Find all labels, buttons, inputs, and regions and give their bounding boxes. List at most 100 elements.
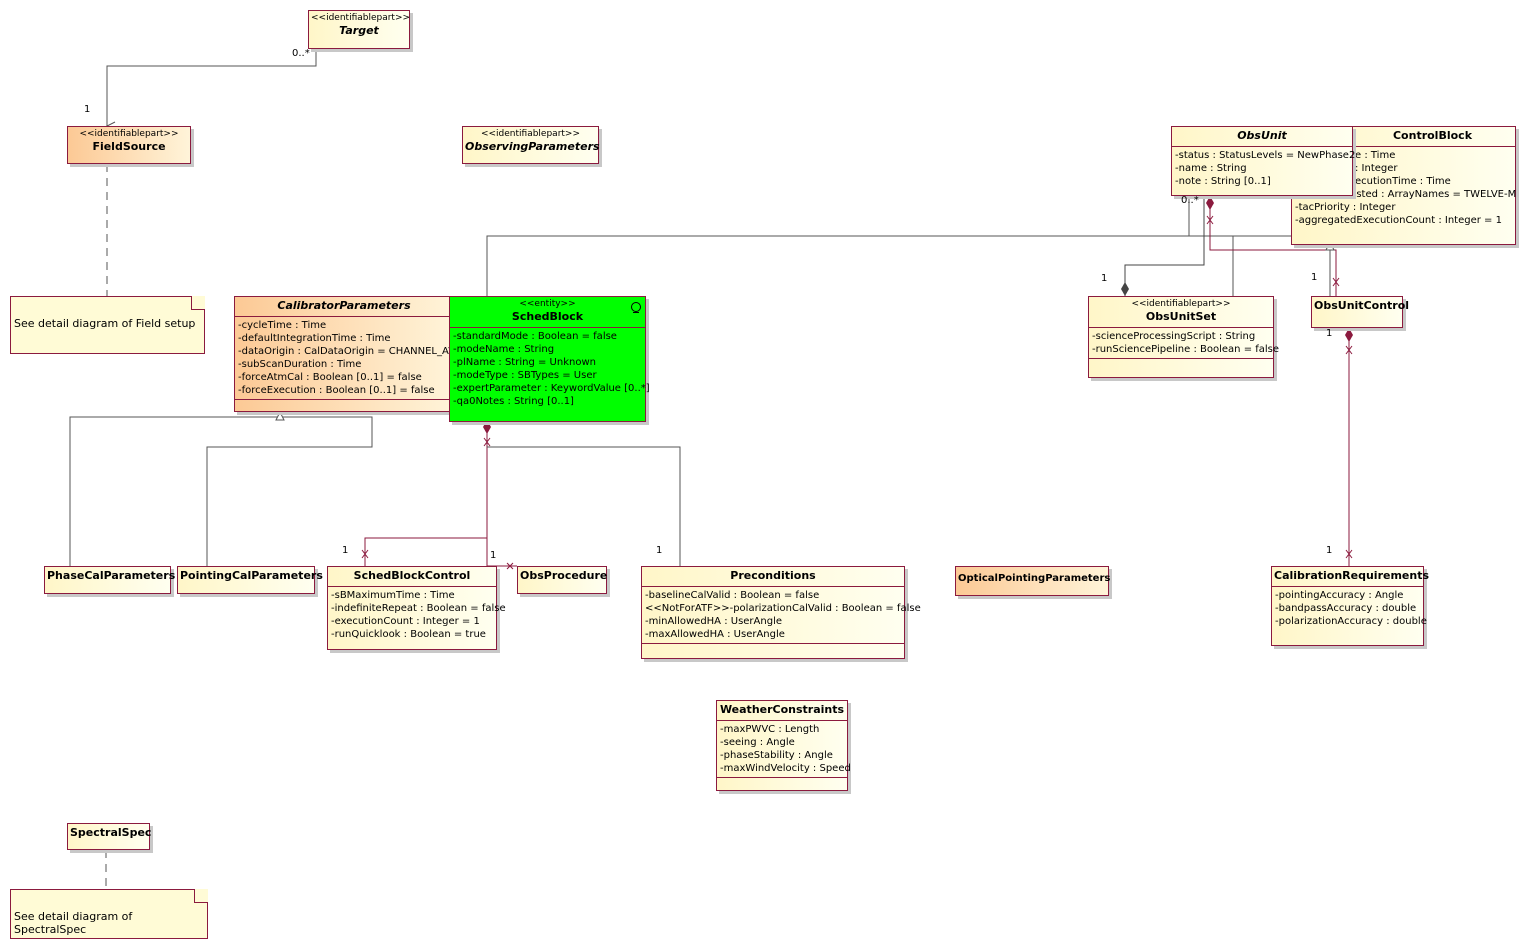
weatherconstraints-attr-0: -maxPWVC : Length [720,724,820,735]
controlblock-attr-2: ecutionTime : Time [1355,176,1451,187]
calibratorparameters-operations [235,399,453,408]
fieldsource-name: FieldSource [92,140,166,153]
calreq-multiplicity: 1 [1326,545,1333,556]
weatherconstraints-name: WeatherConstraints [719,703,845,716]
controlblock-attr-3: -arrayRequested : ArrayNames = TWELVE-M [1295,189,1517,200]
schedblockcontrol-attr-2: -executionCount : Integer = 1 [331,616,480,627]
schedblock-preconditions [487,446,681,566]
note-field-setup: See detail diagram of Field setup [10,296,205,354]
obsunit-generalization-line [486,235,1517,296]
class-spectral-spec[interactable]: SpectralSpec [67,823,151,850]
controlblock-attr-0: e : Time [1355,150,1396,161]
schedblockcontrol-attr-1: -indefiniteRepeat : Boolean = false [331,603,506,614]
class-field-source[interactable]: <<identifiablepart>> FieldSource [67,126,191,164]
fieldsource-stereotype: <<identifiablepart>> [79,129,179,139]
target-fieldsource-association [107,49,317,126]
pointingcal-generalization [206,416,373,566]
schedblock-stereotype: <<entity>> [519,299,576,309]
obsprocedure-cross [506,562,514,570]
obsunitset-stereotype: <<identifiablepart>> [1131,299,1231,309]
sbcontrol-cross [361,549,369,559]
controlblock-attr-4: -tacPriority : Integer [1295,202,1396,213]
weatherconstraints-attr-2: -phaseStability : Angle [720,750,833,761]
obsunitcontrol-top-multiplicity: 1 [1311,272,1318,283]
calibrationrequirements-attr-2: -polarizationAccuracy : double [1275,616,1427,627]
class-sched-block[interactable]: <<entity>> SchedBlock -standardMode : Bo… [449,296,650,422]
schedblock-attr-0: -standardMode : Boolean = false [453,331,617,342]
class-obs-unit-set[interactable]: <<identifiablepart>> ObsUnitSet -science… [1088,296,1279,378]
obsunit-cross [1206,215,1214,225]
class-observing-parameters[interactable]: <<identifiablepart>> ObservingParameters [462,126,600,164]
class-calibration-requirements[interactable]: CalibrationRequirements -pointingAccurac… [1271,566,1430,646]
obsunit-attr-1: -name : String [1175,163,1247,174]
schedblockcontrol-name: SchedBlockControl [353,569,471,582]
phasecalparameters-name: PhaseCalParameters [47,569,176,582]
preconditions-name: Preconditions [730,569,816,582]
class-optical-pointing-parameters[interactable]: OpticalPointingParameters [955,566,1111,596]
preconditions-attr-3: -maxAllowedHA : UserAngle [645,629,785,640]
class-phase-cal-parameters[interactable]: PhaseCalParameters [44,566,176,594]
obsunitset-composition-diamond [1121,282,1129,296]
sbcontrol-multiplicity: 1 [342,545,349,556]
schedblock-sbcontrol [364,422,488,566]
calibrationrequirements-name: CalibrationRequirements [1274,569,1430,582]
obsprocedure-name: ObsProcedure [520,569,608,582]
calibratorparameters-attr-2: -dataOrigin : CalDataOrigin = CHANNEL_AV… [238,346,462,357]
class-target[interactable]: <<identifiablepart>> Target [308,10,410,49]
class-preconditions[interactable]: Preconditions -baselineCalValid : Boolea… [641,566,921,659]
calibratorparameters-attr-5: -forceExecution : Boolean [0..1] = false [238,385,435,396]
class-calibrator-parameters[interactable]: CalibratorParameters -cycleTime : Time -… [234,296,462,412]
calibrationrequirements-attr-0: -pointingAccuracy : Angle [1275,590,1404,601]
schedblock-composition-diamond [483,420,491,434]
obsunitset-name: ObsUnitSet [1145,310,1217,323]
target-stereotype: <<identifiablepart>> [311,13,411,23]
preconditions-attr-1: <<NotForATF>>-polarizationCalValid : Boo… [645,603,921,614]
opticalpointingparameters-name: OpticalPointingParameters [958,573,1111,584]
obsunitcontrol-bottom-multiplicity: 1 [1326,328,1333,339]
class-obs-procedure[interactable]: ObsProcedure [517,566,607,594]
obsunitset-operations [1089,358,1273,367]
obsunit-attr-0: -status : StatusLevels = NewPhase2 [1175,150,1356,161]
controlblock-attr-1: : Integer [1355,163,1398,174]
obsunitset-composition [1124,196,1205,296]
obsunitcontrol-composition-diamond [1345,328,1353,342]
calibratorparameters-name: CalibratorParameters [277,299,411,312]
controlblock-generalization-triangle [1325,240,1335,251]
obsprocedure-multiplicity: 1 [490,550,497,561]
class-obs-unit[interactable]: ObsUnit -status : StatusLevels = NewPhas… [1171,126,1356,196]
calibratorparameters-attr-1: -defaultIntegrationTime : Time [238,333,391,344]
class-weather-constraints[interactable]: WeatherConstraints -maxPWVC : Length -se… [716,700,851,791]
preconditions-multiplicity: 1 [656,545,663,556]
fieldsource-multiplicity: 1 [84,104,91,115]
note-field-setup-text: See detail diagram of Field setup [14,317,196,330]
schedblockcontrol-attr-3: -runQuicklook : Boolean = true [331,629,486,640]
controlblock-attr-5: -aggregatedExecutionCount : Integer = 1 [1295,215,1502,226]
obsunitcontrol-name: ObsUnitControl [1314,299,1410,312]
calibratorparameters-attr-4: -forceAtmCal : Boolean [0..1] = false [238,372,422,383]
schedblock-attr-5: -qa0Notes : String [0..1] [453,396,574,407]
entity-icon [631,302,641,313]
note-spectral-spec: See detail diagram of SpectralSpec [10,889,208,939]
schedblockcontrol-attr-0: -sBMaximumTime : Time [331,590,455,601]
schedblock-attr-4: -expertParameter : KeywordValue [0..*] [453,383,650,394]
obsunitset-multiplicity: 1 [1101,273,1108,284]
pointingcalparameters-name: PointingCalParameters [180,569,323,582]
obsunit-obsunitcontrol [1209,196,1337,296]
preconditions-attr-2: -minAllowedHA : UserAngle [645,616,782,627]
schedblock-cross [483,437,491,447]
class-sched-block-control[interactable]: SchedBlockControl -sBMaximumTime : Time … [327,566,506,650]
weatherconstraints-operations [717,777,847,786]
schedblock-attr-2: -plName : String = Unknown [453,357,596,368]
target-name: Target [339,24,379,37]
note-spectral-spec-text: See detail diagram of SpectralSpec [14,910,133,936]
obsunit-attr-2: -note : String [0..1] [1175,176,1271,187]
phasecal-generalization [69,416,280,566]
observingparameters-stereotype: <<identifiablepart>> [480,129,581,139]
class-obs-unit-control[interactable]: ObsUnitControl [1311,296,1410,328]
class-pointing-cal-parameters[interactable]: PointingCalParameters [177,566,323,594]
obsunitset-attr-0: -scienceProcessingScript : String [1092,331,1256,342]
obsunitcontrol-bottom-cross [1345,345,1353,355]
obsunitcontrol-top-cross [1332,277,1340,287]
